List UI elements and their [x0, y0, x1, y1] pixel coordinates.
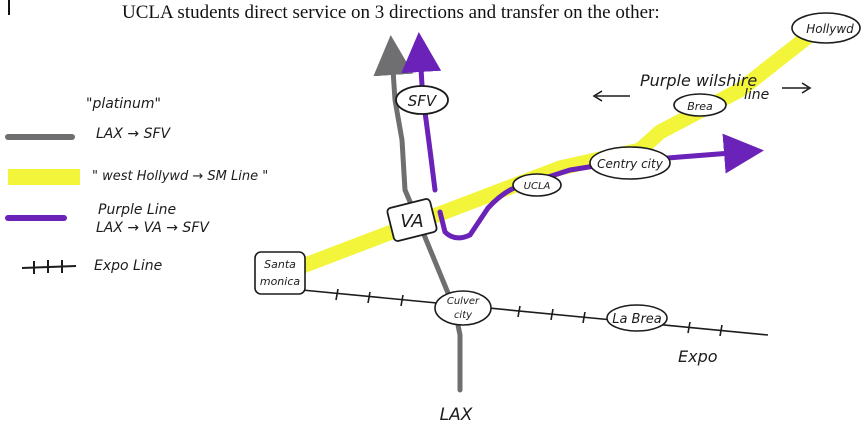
station-ucla-label: UCLA — [524, 181, 551, 192]
station-hollywood-outline — [791, 12, 861, 44]
legend-platinum-route: LAX → SFV — [96, 126, 172, 142]
expo-tick — [400, 294, 404, 307]
expo-tick — [582, 311, 586, 324]
diagram-title: UCLA students direct service on 3 direct… — [122, 2, 660, 23]
expo-tick — [687, 321, 691, 334]
station-la-brea-wilshire-outline — [673, 93, 727, 117]
lax-annotation: LAX — [440, 405, 473, 425]
station-la-brea-wilshire-label: Brea — [687, 100, 713, 113]
expo-annotation: Expo — [678, 347, 718, 366]
right-arrowhead — [801, 82, 812, 94]
station-va: VA — [386, 198, 438, 242]
station-hollywood-label: Hollywd — [806, 22, 854, 36]
expo-tick — [335, 288, 339, 301]
station-la-brea-expo-outline — [606, 304, 668, 332]
legend-yellow-route: " west Hollywd → SM Line " — [92, 169, 268, 184]
station-va-outline — [386, 198, 438, 242]
purple-wilshire-annotation-2: line — [744, 87, 769, 103]
station-santa-monica-outline — [254, 251, 306, 295]
station-la-brea-expo: La Brea — [606, 304, 668, 332]
station-ucla-outline — [512, 173, 562, 197]
station-century-city: Centry city — [589, 146, 671, 180]
station-la-brea-expo-label: La Brea — [612, 312, 662, 327]
station-sfv-outline — [395, 85, 449, 115]
station-sfv: SFV — [395, 85, 449, 115]
station-century-city-label: Centry city — [597, 157, 664, 171]
purple-wilshire-annotation-1: Purple wilshire — [640, 71, 757, 90]
expo-tick — [367, 291, 371, 304]
station-ucla: UCLA — [512, 173, 562, 197]
expo-tick — [517, 305, 521, 318]
legend-purple-name: Purple Line — [98, 202, 176, 218]
station-culver-city-label-2: city — [454, 310, 473, 321]
station-culver-city-label-1: Culver — [447, 296, 480, 307]
legend-expo-name: Expo Line — [94, 258, 162, 274]
left-arrowhead — [592, 90, 603, 102]
station-va-label: VA — [400, 211, 423, 232]
station-hollywood: Hollywd — [791, 12, 861, 44]
station-santa-monica-label-2: monica — [260, 275, 301, 288]
station-century-city-outline — [589, 146, 671, 180]
expo-line — [301, 289, 769, 336]
station-culver-city: Culver city — [434, 290, 492, 326]
station-la-brea-wilshire: Brea — [673, 93, 727, 117]
purple-line-sfv — [401, 32, 442, 193]
station-culver-city-outline — [434, 290, 492, 326]
station-sfv-label: SFV — [408, 92, 438, 110]
station-santa-monica-label-1: Santa — [264, 258, 296, 271]
legend-platinum-name: "platinum" — [86, 96, 161, 112]
legend-purple-route: LAX → VA → SFV — [96, 220, 210, 236]
edge-rule — [8, 0, 10, 15]
expo-tick — [550, 308, 554, 321]
station-santa-monica: Santa monica — [254, 251, 306, 295]
expo-tick — [719, 324, 723, 337]
